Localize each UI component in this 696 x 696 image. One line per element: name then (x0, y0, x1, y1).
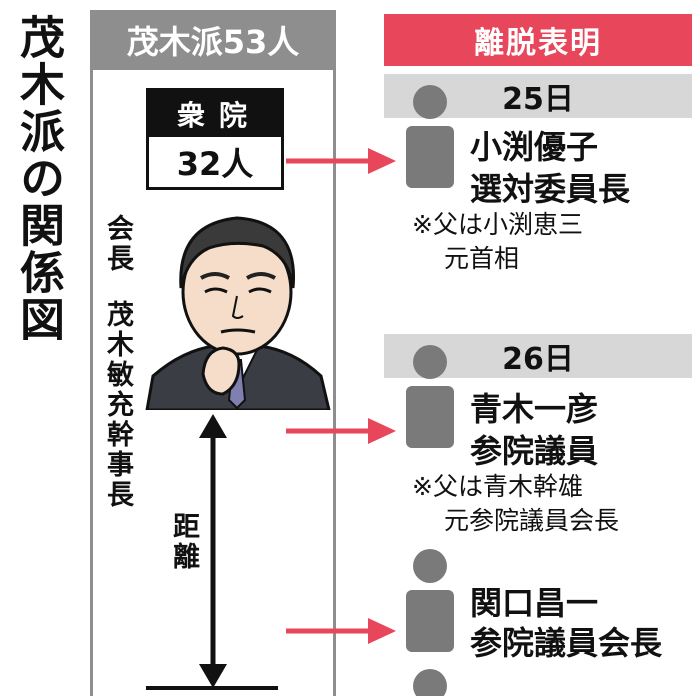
member-note-line1: ※父は小渕恵三 (412, 208, 583, 242)
leader-portrait (143, 200, 331, 410)
faction-header: 茂木派53人 (90, 10, 336, 70)
leader-name: 茂木敏充幹事長 (100, 300, 134, 510)
member-name: 関口昌一 (470, 582, 598, 624)
member-name: 小渕優子 (470, 126, 598, 168)
faction-base-line (146, 686, 278, 690)
member-note: ※父は小渕恵三 元首相 (412, 208, 583, 276)
right-arrow-icon (286, 616, 396, 646)
member-name: 青木一彦 (470, 388, 598, 430)
member-note-line2: 元首相 (412, 242, 583, 276)
member-note: ※父は青木幹雄 元参院議員会長 (412, 470, 619, 538)
member-role: 選対委員長 (470, 168, 630, 210)
person-silhouette-icon (404, 84, 456, 188)
member-role: 参院議員会長 (470, 622, 662, 664)
departures-header: 離脱表明 (384, 14, 692, 66)
main-title: 茂木派の関係図 (8, 14, 64, 343)
leader-role-label: 会長 (100, 214, 134, 274)
person-silhouette-icon (404, 344, 456, 448)
house-count-box: 衆院 32人 (146, 88, 284, 190)
person-silhouette-icon (404, 668, 456, 696)
distance-label: 距離 (166, 512, 200, 572)
house-member-count: 32人 (149, 137, 281, 187)
member-note-line2: 元参院議員会長 (412, 504, 619, 538)
faction-column-border-left (90, 70, 93, 696)
right-arrow-icon (286, 146, 396, 176)
person-silhouette-icon (404, 548, 456, 652)
house-label: 衆院 (149, 91, 281, 137)
right-arrow-icon (286, 416, 396, 446)
member-note-line1: ※父は青木幹雄 (412, 470, 619, 504)
double-arrow-icon (196, 414, 230, 688)
member-role: 参院議員 (470, 430, 598, 472)
